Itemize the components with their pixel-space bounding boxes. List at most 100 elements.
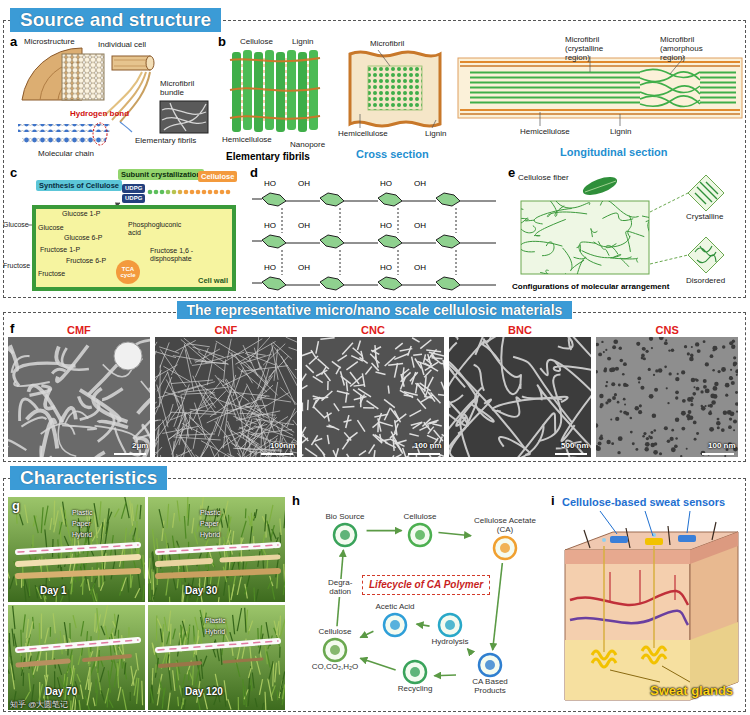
- crystal-rod: [302, 455, 303, 457]
- pore: [617, 401, 620, 404]
- grass-blade: [167, 504, 169, 529]
- pore: [713, 349, 715, 351]
- crystal-rod: [357, 420, 364, 431]
- grass-blade: [143, 555, 145, 579]
- part-label: Lignin: [292, 38, 313, 47]
- molecular-arrangement-part: [650, 193, 688, 264]
- straws-part: [158, 571, 278, 576]
- crystal-rod: [346, 415, 349, 428]
- chain-strand: [620, 257, 631, 267]
- pore: [605, 385, 608, 388]
- stage-icon: [437, 612, 463, 638]
- grass-blade: [173, 513, 175, 528]
- pore: [610, 418, 612, 420]
- grass-blade: [135, 505, 137, 522]
- pore: [607, 398, 611, 402]
- pore: [640, 386, 644, 390]
- pore: [730, 369, 732, 371]
- chain-strand: [540, 272, 569, 274]
- cross-section-illustration-part: [368, 66, 422, 110]
- stage-core: [410, 667, 420, 677]
- stage-core: [340, 530, 350, 540]
- fiber: [155, 452, 157, 457]
- grass-blade: [167, 632, 170, 645]
- fiber: [155, 351, 156, 391]
- crystal-rod: [400, 349, 413, 351]
- wood-illustration-part: [22, 137, 106, 145]
- fiber: [8, 439, 26, 450]
- grass-blade: [188, 504, 190, 526]
- pore: [655, 369, 658, 372]
- wood-illustration-part: [160, 101, 208, 133]
- grass-blade: [122, 577, 127, 591]
- lifecycle-stage: Cellulose Acetate (CA): [473, 517, 537, 561]
- fiber: [281, 411, 297, 430]
- grass-blade: [71, 578, 73, 595]
- grass-blade: [23, 672, 25, 686]
- fiber: [455, 337, 486, 355]
- grass-blade: [272, 585, 275, 600]
- grass-blade: [284, 509, 286, 528]
- grass-blade: [268, 578, 273, 589]
- grass-blade: [88, 579, 90, 591]
- fiber: [155, 406, 158, 428]
- grass-blade: [114, 659, 116, 669]
- fiber: [273, 342, 292, 359]
- lifecycle-stage: CA Based Products: [458, 652, 522, 696]
- grass-blade: [245, 686, 246, 707]
- pore: [730, 411, 735, 416]
- grass-blade: [45, 628, 49, 644]
- crystal-rod: [412, 338, 419, 342]
- fiber: [155, 420, 158, 428]
- pore: [609, 368, 614, 373]
- grass-blade: [224, 692, 226, 707]
- cellulose-chain-beads-part: [172, 190, 177, 195]
- grass-blade: [151, 588, 156, 607]
- sem-ground: [596, 337, 738, 457]
- part-label: Elementary fibrils: [226, 151, 310, 162]
- grass-blade: [45, 506, 48, 526]
- grass-blade: [100, 564, 102, 589]
- grass-blade: [122, 689, 126, 711]
- longitudinal-section-illustration-part: [460, 65, 740, 67]
- grass-blade: [66, 520, 71, 540]
- part-label: Glucose: [38, 224, 64, 232]
- crystal-rod: [378, 418, 381, 431]
- node-text: Cell wall: [198, 276, 228, 285]
- molecular-arrangement: [491, 173, 724, 291]
- fiber: [163, 366, 190, 381]
- grass-blade: [110, 661, 113, 680]
- grass-blade: [127, 578, 128, 593]
- stage-ring: [404, 661, 426, 683]
- pore: [600, 435, 602, 437]
- pore: [666, 387, 668, 389]
- grass-blade: [253, 587, 255, 601]
- node-text: CA Based Products: [458, 678, 522, 696]
- stage-core: [390, 620, 400, 630]
- fiber: [501, 337, 520, 394]
- grass-blade: [118, 687, 121, 701]
- crystal-rod: [346, 381, 347, 391]
- pore: [638, 381, 640, 383]
- fiber: [497, 397, 521, 417]
- pore: [611, 382, 615, 386]
- section-panel: CharacteristicsLifecycle of CA PolymerBi…: [3, 478, 746, 712]
- crystal-rod: [340, 371, 344, 385]
- part-label: Cross section: [356, 148, 429, 160]
- grass-blade: [237, 608, 241, 631]
- longitudinal-section-illustration-part: [700, 70, 736, 106]
- hydroxyl-label: OH: [414, 180, 426, 189]
- grass-blade: [245, 608, 246, 633]
- grass-blade: [177, 697, 179, 706]
- cellulose-chain-beads-part: [214, 190, 219, 195]
- fibril-bundle-illustration-part: [254, 52, 263, 132]
- fiber: [192, 347, 223, 357]
- pore: [596, 446, 601, 451]
- crystal-rod: [359, 451, 366, 456]
- grass-blade: [248, 685, 250, 706]
- pore: [642, 347, 645, 350]
- crystal-rod: [327, 381, 329, 390]
- crystal-rod: [388, 363, 403, 365]
- grass-blade: [53, 501, 55, 525]
- grass-blade: [259, 679, 262, 695]
